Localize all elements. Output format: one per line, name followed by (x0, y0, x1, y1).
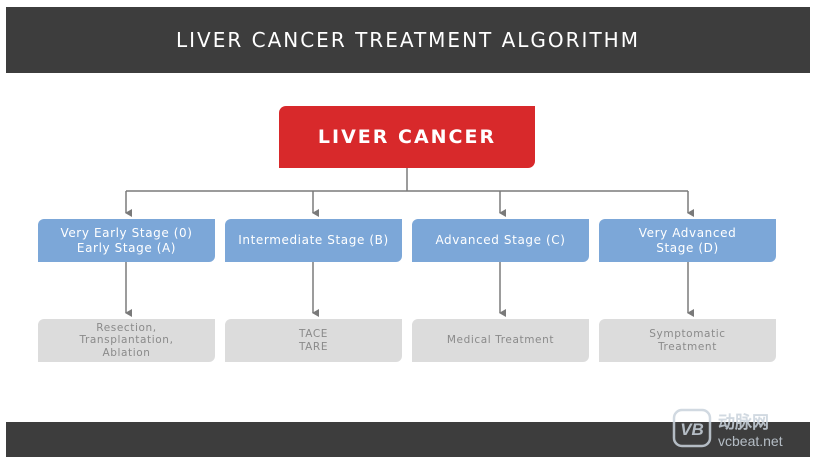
treatment-label-line: Transplantation, (79, 334, 174, 347)
treatment-node-symptomatic: Symptomatic Treatment (599, 319, 776, 362)
treatment-node-resection: Resection, Transplantation, Ablation (38, 319, 215, 362)
stage-label-line: Early Stage (A) (76, 240, 177, 255)
treatment-node-medical: Medical Treatment (412, 319, 589, 362)
treatment-label-line: Treatment (658, 340, 717, 353)
stage-label-line: Intermediate Stage (B) (238, 233, 389, 247)
watermark-cn-text: 动脉网 (718, 412, 769, 433)
treatment-label-line: Resection, (96, 321, 157, 334)
treatment-label-line: TARE (298, 340, 329, 353)
header-bar: LIVER CANCER TREATMENT ALGORITHM (6, 7, 810, 73)
treatment-label-line: Medical Treatment (446, 334, 555, 347)
stage-node-intermediate: Intermediate Stage (B) (225, 219, 402, 262)
stage-label-line: Very Early Stage (0) (60, 225, 193, 240)
stage-label-line: Very Advanced (638, 225, 737, 240)
treatment-node-tace-tare: TACE TARE (225, 319, 402, 362)
root-node-liver-cancer: LIVER CANCER (279, 106, 535, 168)
watermark-logo-text: VB (680, 420, 704, 439)
vcbeat-watermark: VB 动脉网 vcbeat.net (672, 408, 783, 449)
watermark-site-text: vcbeat.net (718, 433, 783, 449)
diagram-title: LIVER CANCER TREATMENT ALGORITHM (176, 28, 640, 52)
stage-node-very-early-early: Very Early Stage (0) Early Stage (A) (38, 219, 215, 262)
treatment-label-line: Symptomatic (649, 328, 726, 340)
treatment-label-line: Ablation (102, 346, 151, 359)
root-node-label: LIVER CANCER (317, 126, 497, 148)
stage-label-line: Stage (D) (656, 240, 719, 255)
stage-label-line: Advanced Stage (C) (435, 233, 566, 247)
stage-node-very-advanced: Very Advanced Stage (D) (599, 219, 776, 262)
footer-bar (6, 422, 810, 457)
treatment-label-line: TACE (299, 328, 328, 340)
stage-node-advanced: Advanced Stage (C) (412, 219, 589, 262)
